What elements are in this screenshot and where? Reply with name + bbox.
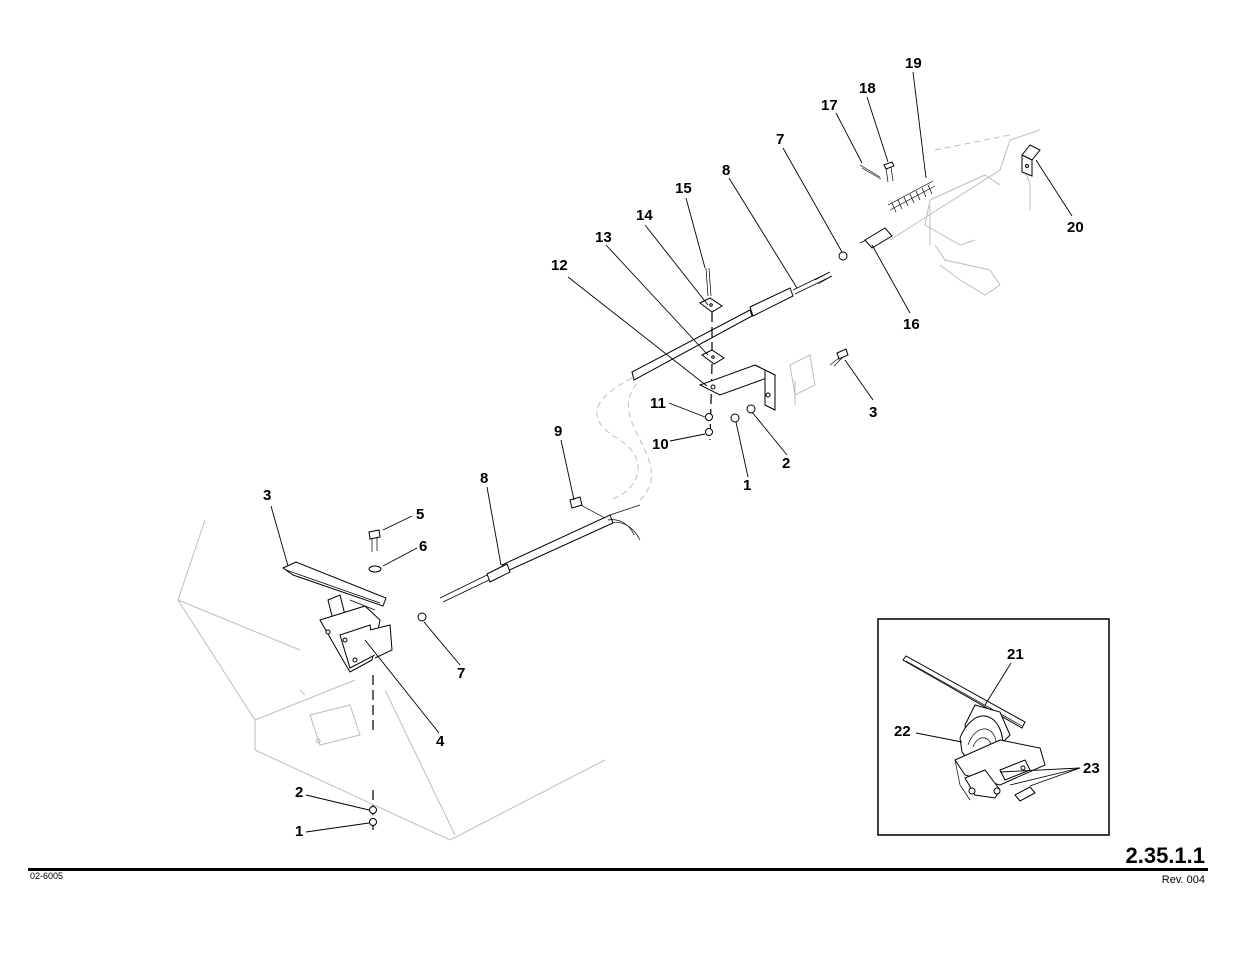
- leader-lines: [270, 71, 1073, 833]
- bolt-upper: [829, 348, 849, 367]
- pedal-washer: [368, 565, 382, 573]
- callout-8: 8: [480, 470, 488, 487]
- spring-bracket: [1021, 144, 1041, 177]
- jam-nut-upper: [838, 251, 848, 261]
- footer-rule: [28, 868, 1208, 871]
- cable-clamp-lower: [701, 349, 725, 365]
- nut-1-upper: [730, 413, 740, 423]
- callout-3: 3: [869, 404, 877, 421]
- nut-10: [705, 428, 713, 436]
- callout-2: 2: [782, 455, 790, 472]
- brake-pedal-assembly: [282, 561, 393, 673]
- hand-lever-assembly: [902, 655, 1046, 802]
- callout-10: 10: [652, 436, 669, 453]
- callout-22: 22: [894, 723, 911, 740]
- clevis: [859, 227, 893, 249]
- callout-7: 7: [457, 665, 465, 682]
- callout-14: 14: [636, 207, 653, 224]
- callout-20: 20: [1067, 219, 1084, 236]
- chassis-outline-lower: [177, 519, 606, 841]
- callout-3: 3: [263, 487, 271, 504]
- chassis-outline-upper: [627, 129, 1041, 501]
- callout-11: 11: [650, 395, 666, 412]
- lower-cable: [439, 496, 641, 603]
- callout-labels: 19 18 17 7 20 8 15 14 13 12 16 3 11 10 9…: [263, 55, 1084, 840]
- cable-clamp-upper: [699, 297, 723, 313]
- callout-13: 13: [595, 229, 612, 246]
- return-spring: [887, 180, 936, 213]
- mounting-bracket: [698, 364, 777, 411]
- callout-6: 6: [419, 538, 427, 555]
- callout-17: 17: [821, 97, 838, 114]
- callout-9: 9: [554, 423, 562, 440]
- page-number: 2.35.1.1: [1125, 843, 1205, 868]
- jam-nut-lower: [417, 612, 427, 622]
- inset-detail: 21 22 23: [877, 618, 1110, 836]
- callout-15: 15: [675, 180, 692, 197]
- callout-16: 16: [903, 316, 920, 333]
- callout-4: 4: [436, 733, 445, 750]
- stud-axis: [709, 312, 713, 441]
- washer-2-lower: [369, 806, 377, 814]
- nut-1-lower: [369, 818, 377, 826]
- callout-5: 5: [416, 506, 424, 523]
- callout-1: 1: [743, 477, 751, 494]
- callout-8: 8: [722, 162, 730, 179]
- callout-7: 7: [776, 131, 784, 148]
- cable-route-ghost: [596, 377, 639, 501]
- callout-12: 12: [551, 257, 568, 274]
- callout-23: 23: [1083, 760, 1100, 777]
- drawing-code: 02-6005: [30, 871, 64, 881]
- callout-18: 18: [859, 80, 876, 97]
- upper-cable: [631, 271, 833, 381]
- washer-2-upper: [746, 404, 756, 414]
- pedal-bolt: [368, 529, 381, 552]
- clamp-stud: [705, 267, 712, 297]
- callout-19: 19: [905, 55, 922, 72]
- callout-2: 2: [295, 784, 303, 801]
- clevis-pin: [883, 161, 895, 183]
- washer-11: [705, 413, 713, 421]
- cotter-pin: [859, 164, 882, 180]
- revision-label: Rev. 004: [1161, 874, 1205, 886]
- callout-1: 1: [295, 823, 303, 840]
- callout-21: 21: [1007, 646, 1024, 663]
